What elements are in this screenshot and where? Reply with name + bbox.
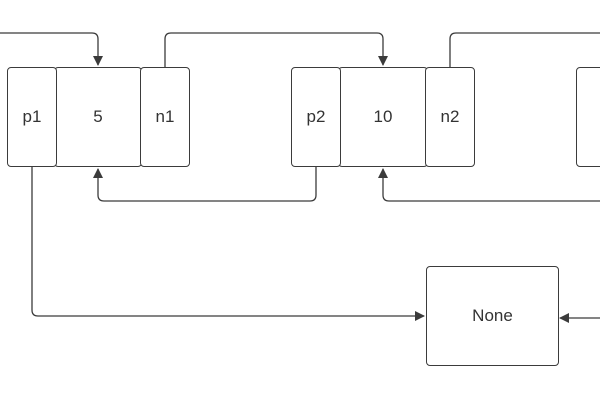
node2-value-cell: 10 <box>338 67 428 167</box>
node2-next-cell: n2 <box>425 67 475 167</box>
next-arrow-n2-outgoing <box>449 32 600 67</box>
prev-arrow-p-to-node2 <box>378 168 600 202</box>
prev-arrow-p1-to-none <box>31 167 425 321</box>
node1-value-cell: 5 <box>54 67 142 167</box>
none-label: None <box>472 306 513 325</box>
prev-arrow-p2-to-node1 <box>93 167 317 202</box>
node1-next-cell: n1 <box>140 67 190 167</box>
node2-value: 10 <box>373 107 393 126</box>
node3-prev-cell: p <box>576 67 600 167</box>
next-arrow-n1-to-node2 <box>164 32 388 67</box>
node2-prev-cell: p2 <box>291 67 341 167</box>
node1-prev-label: p1 <box>22 107 42 126</box>
node2-prev-label: p2 <box>306 107 326 126</box>
node1-value: 5 <box>93 107 103 126</box>
node2-next-label: n2 <box>440 107 460 126</box>
node1-next-label: n1 <box>155 107 175 126</box>
incoming-arrow-node1 <box>0 32 103 66</box>
none-box: None <box>426 266 559 366</box>
node1-prev-cell: p1 <box>7 67 57 167</box>
